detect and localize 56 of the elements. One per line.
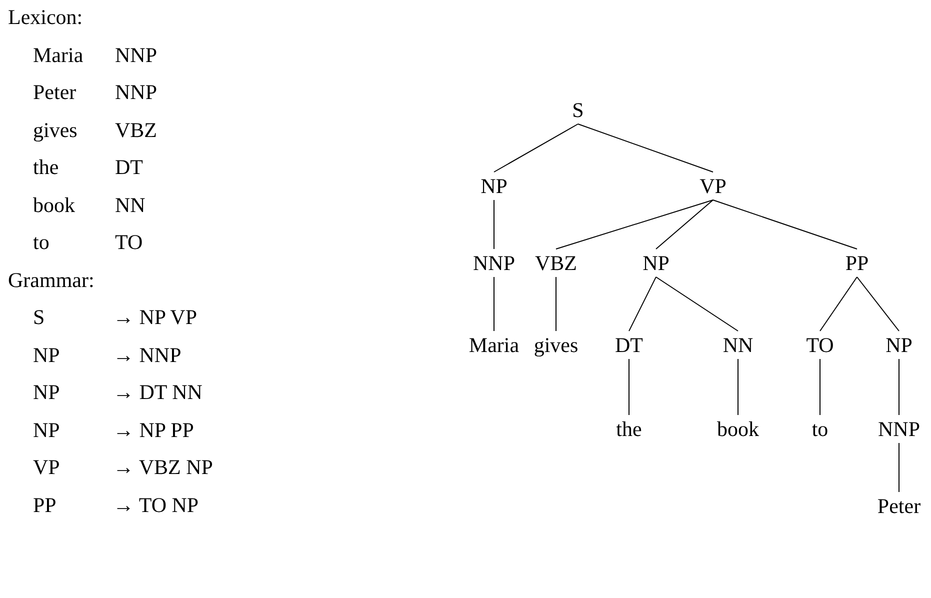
section-heading: Lexicon: xyxy=(8,5,83,29)
table-cell: NP xyxy=(33,380,60,404)
tree-node-label: Peter xyxy=(877,494,921,518)
table-cell: → NP PP xyxy=(113,418,194,442)
tree-node-label: TO xyxy=(806,333,834,357)
tree-node-label: NNP xyxy=(878,417,920,441)
table-cell: Peter xyxy=(33,80,76,104)
table-cell: TO xyxy=(115,230,143,254)
table-cell: → NNP xyxy=(113,342,182,366)
table-cell: S xyxy=(33,305,45,329)
tree-node-label: VP xyxy=(700,174,726,198)
table-cell: PP xyxy=(33,492,56,516)
tree-node-label: the xyxy=(616,417,642,441)
table-cell: NP xyxy=(33,418,60,442)
table-cell: VBZ xyxy=(115,118,157,142)
table-cell: → DT NN xyxy=(113,380,202,404)
branch-line xyxy=(898,358,900,416)
tree-node-label: PP xyxy=(845,251,869,275)
tree-node-label: NP xyxy=(886,333,912,357)
branch-line xyxy=(656,200,714,250)
table-cell: NNP xyxy=(115,42,158,66)
branch-line xyxy=(628,358,630,416)
branch-line xyxy=(656,276,738,332)
table-cell: gives xyxy=(33,118,78,142)
tree-node-label: NN xyxy=(722,333,754,357)
tree-node-label: VBZ xyxy=(535,251,577,275)
tree-node-label: S xyxy=(572,98,584,122)
tree-node-label: Maria xyxy=(468,333,520,357)
table-cell: → VBZ NP xyxy=(113,455,213,479)
table-cell: the xyxy=(33,155,59,179)
table-cell: book xyxy=(33,192,75,216)
branch-line xyxy=(712,200,858,250)
tree-node-label: gives xyxy=(534,333,578,357)
branch-line xyxy=(820,276,858,332)
table-cell: to xyxy=(33,230,50,254)
table-cell: VP xyxy=(33,455,60,479)
tree-node-label: NP xyxy=(480,174,508,198)
tree-node-label: to xyxy=(812,417,828,441)
tree-node-label: book xyxy=(717,417,759,441)
tree-node-label: DT xyxy=(615,333,643,357)
table-cell: DT xyxy=(115,155,143,179)
table-cell: NNP xyxy=(115,80,158,104)
tree-node-label: NP xyxy=(642,251,670,275)
table-cell: → NP VP xyxy=(113,305,198,329)
branch-line xyxy=(898,442,900,492)
section-heading: Grammar: xyxy=(8,268,94,292)
table-cell: NP xyxy=(33,342,60,366)
branch-line xyxy=(494,124,578,172)
branch-line xyxy=(628,276,656,332)
table-cell: NN xyxy=(115,192,146,216)
branch-line xyxy=(856,276,900,332)
table-cell: → TO NP xyxy=(113,492,199,516)
tree-node-label: NNP xyxy=(473,251,515,275)
branch-line xyxy=(578,124,714,172)
branch-line xyxy=(556,200,714,250)
table-cell: Maria xyxy=(33,42,84,66)
